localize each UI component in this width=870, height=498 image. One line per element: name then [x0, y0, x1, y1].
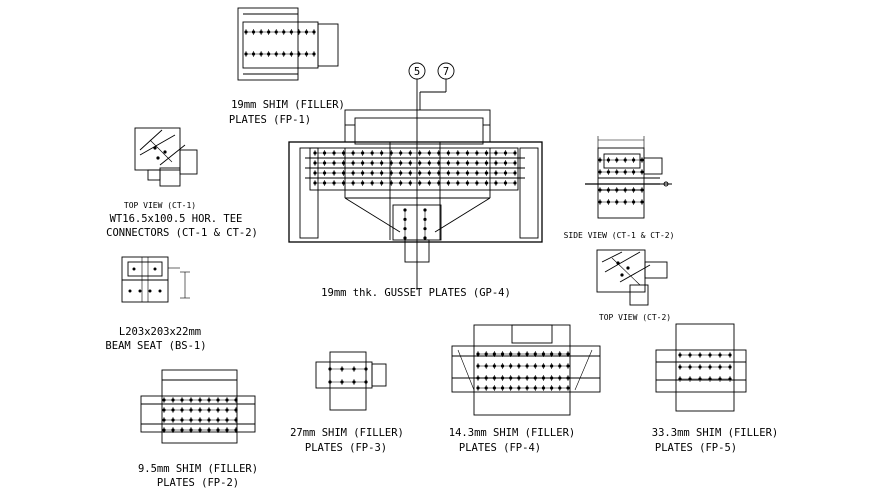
detail-fp5: 33.3mm SHIM (FILLER) PLATES (FP-5) [652, 323, 778, 454]
detail-bs1-beam-seat: L203x203x22mm BEAM SEAT (BS-1) [105, 256, 207, 352]
detail-fp4: 14.3mm SHIM (FILLER) PLATES (FP-4) [449, 324, 601, 454]
detail-ct1-top-view: TOP VIEW (CT-1) WT16.5x100.5 HOR. TEE CO… [106, 127, 258, 239]
fp2-label-line2: PLATES (FP-2) [157, 477, 239, 489]
fp4-bolt-rows [476, 351, 570, 391]
fp5-bolt-rows [678, 352, 732, 382]
bolt [403, 217, 407, 221]
fp5-label-line1: 33.3mm SHIM (FILLER) [652, 427, 778, 439]
fp5-label-line2: PLATES (FP-5) [655, 442, 737, 454]
callout-5-text: 5 [414, 66, 420, 78]
bolt [423, 208, 427, 212]
fp1-bolt-rows [244, 29, 316, 57]
bs1-label-line2: BEAM SEAT (BS-1) [105, 340, 206, 352]
detail-fp1: 19mm SHIM (FILLER) PLATES (FP-1) [229, 7, 345, 126]
fp1-label-line1: 19mm SHIM (FILLER) [231, 99, 345, 111]
detail-side-view: SIDE VIEW (CT-1 & CT-2) [564, 136, 675, 240]
bolt [403, 208, 407, 212]
fp4-label-line2: PLATES (FP-4) [459, 442, 541, 454]
side-view-bolt-rows [598, 157, 644, 205]
bolt [403, 236, 407, 240]
fp2-bolt-rows [162, 397, 238, 433]
fp3-bolt-rows [328, 366, 368, 385]
bs1-label-line1: L203x203x22mm [119, 326, 201, 338]
fp3-label-line2: PLATES (FP-3) [305, 442, 387, 454]
ct1-top-view-label: TOP VIEW (CT-1) [124, 201, 196, 210]
fp2-label-line1: 9.5mm SHIM (FILLER) [138, 463, 258, 475]
bolt [403, 227, 407, 231]
callout-7-text: 7 [443, 66, 449, 78]
tee-label-line2: CONNECTORS (CT-1 & CT-2) [106, 227, 258, 239]
fp4-label-line1: 14.3mm SHIM (FILLER) [449, 427, 575, 439]
gp4-label: 19mm thk. GUSSET PLATES (GP-4) [321, 287, 511, 299]
detail-fp3: 27mm SHIM (FILLER) PLATES (FP-3) [290, 351, 404, 454]
fp3-label-line1: 27mm SHIM (FILLER) [290, 427, 404, 439]
fp1-label-line2: PLATES (FP-1) [229, 114, 311, 126]
detail-ct2-top-view: TOP VIEW (CT-2) [596, 249, 671, 322]
detail-gp4-gusset: 5 7 19mm thk. GUSSET PLATES (GP-4) [288, 62, 543, 299]
bolt [423, 217, 427, 221]
side-view-label: SIDE VIEW (CT-1 & CT-2) [564, 231, 675, 240]
gp4-vertical-bolts [403, 208, 427, 240]
bolt [423, 236, 427, 240]
tee-label-line1: WT16.5x100.5 HOR. TEE [110, 213, 243, 225]
bolt [423, 227, 427, 231]
ct2-top-view-label: TOP VIEW (CT-2) [599, 313, 671, 322]
detail-fp2: 9.5mm SHIM (FILLER) PLATES (FP-2) [138, 369, 258, 489]
gp4-bolt-rows [313, 150, 517, 186]
